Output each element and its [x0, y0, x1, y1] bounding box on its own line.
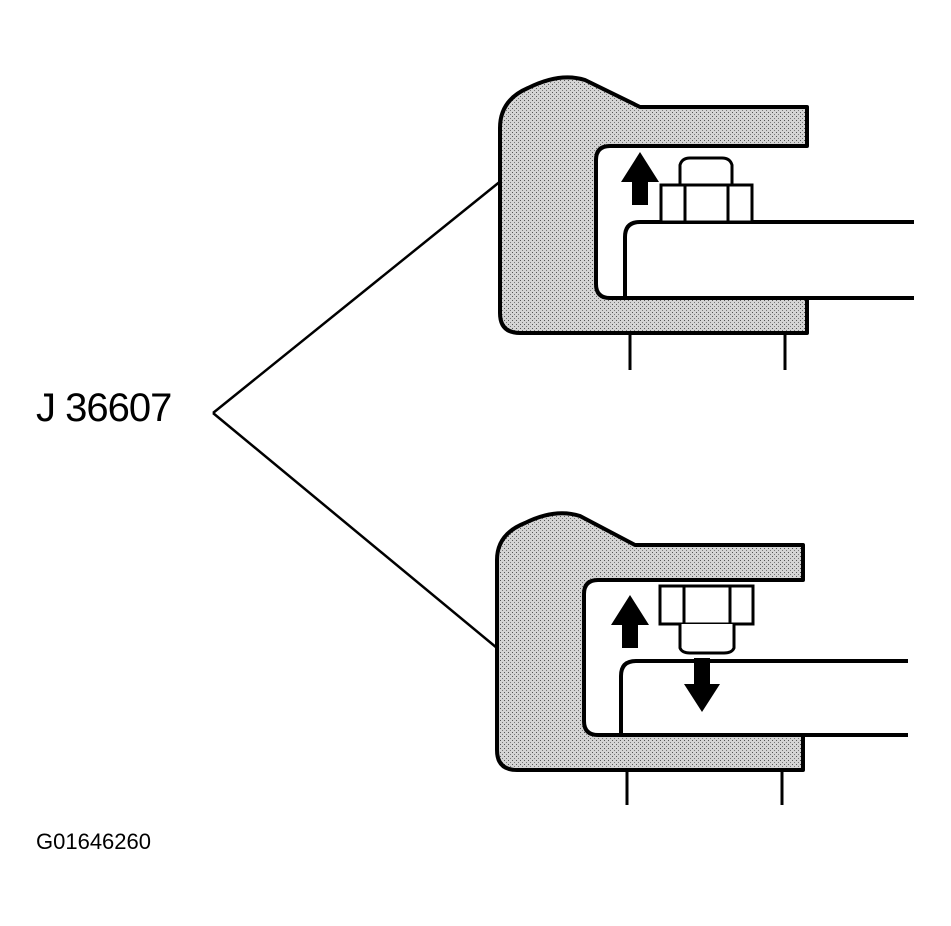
upper-arrow-up-icon: [621, 152, 659, 205]
upper-view: [498, 75, 914, 370]
leader-lines: [212, 179, 503, 649]
lower-flange: [619, 659, 908, 737]
lower-arrow-down-icon: [684, 658, 720, 712]
upper-flange: [623, 220, 914, 300]
upper-nut: [659, 156, 754, 224]
leader-line-lower: [212, 412, 498, 649]
lower-nut: [658, 584, 755, 655]
upper-clamp-body: [498, 75, 809, 335]
leader-line-upper: [212, 179, 503, 414]
lower-arrow-up-icon: [611, 595, 649, 648]
lower-view: [495, 511, 908, 805]
lower-clamp-body: [495, 511, 805, 772]
figure-id-label: G01646260: [36, 829, 151, 854]
tool-number-label: J 36607: [36, 386, 172, 430]
